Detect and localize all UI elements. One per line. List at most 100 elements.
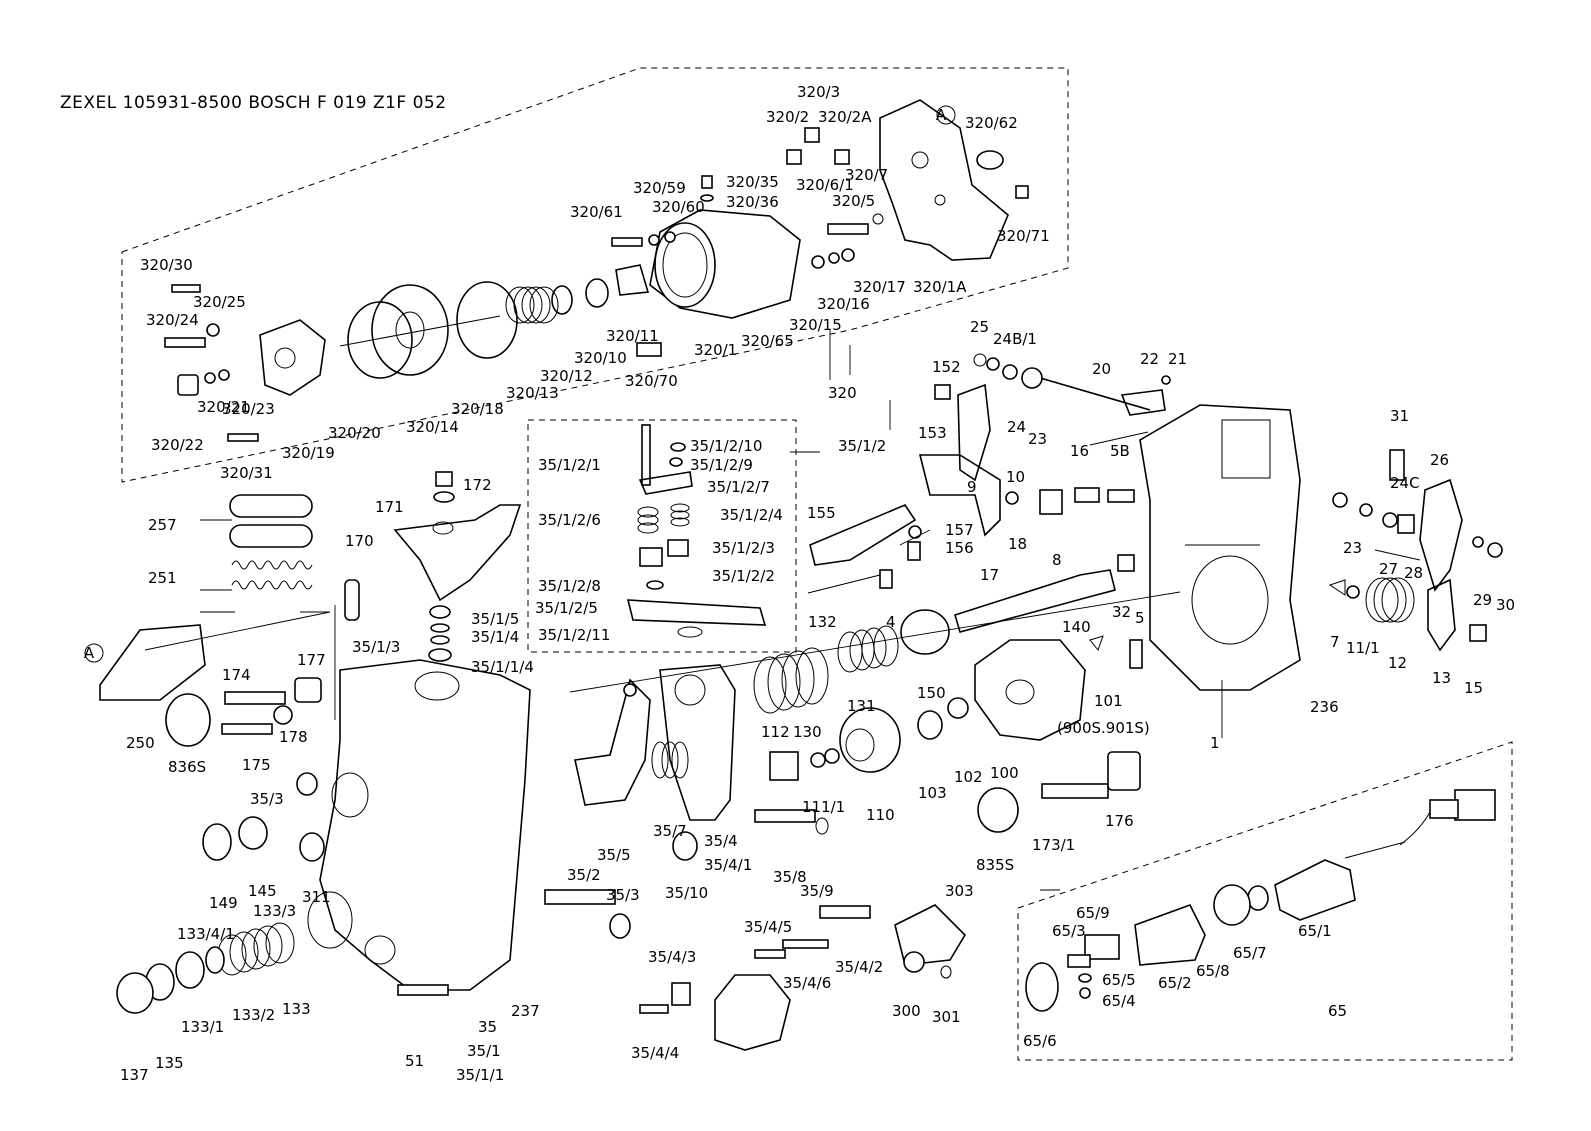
callout-100: 100 xyxy=(990,764,1019,782)
diagram-title: ZEXEL 105931-8500 BOSCH F 019 Z1F 052 xyxy=(60,93,447,113)
callout-173-1: 173/1 xyxy=(1032,836,1075,854)
callout-320-12: 320/12 xyxy=(540,367,593,385)
part-15-nut xyxy=(1469,624,1487,642)
part-150-bushing xyxy=(900,609,950,655)
callout-65-2: 65/2 xyxy=(1158,974,1192,992)
callout-320-65: 320/65 xyxy=(741,332,794,350)
part-31-bolt xyxy=(1389,449,1405,481)
callout-20: 20 xyxy=(1092,360,1111,378)
callout-320-23: 320/23 xyxy=(222,400,275,418)
callout-8: 8 xyxy=(1052,551,1062,569)
callout-153: 153 xyxy=(918,424,947,442)
part-35-1-2-9-washer xyxy=(669,457,683,467)
part-131-spring xyxy=(837,625,899,673)
part-320-62-oring xyxy=(976,150,1004,170)
part-35-4-2-screw xyxy=(819,905,871,919)
part-175-screw xyxy=(221,723,273,735)
callout-320-59: 320/59 xyxy=(633,179,686,197)
part-320-1A-hole xyxy=(911,151,929,169)
part-65-8-nut xyxy=(1213,884,1251,926)
part-32-nut xyxy=(1117,554,1135,572)
callout-320-21: 320/21 xyxy=(197,398,250,416)
callout-35-4-3: 35/4/3 xyxy=(648,948,696,966)
callout-35-1-4: 35/1/4 xyxy=(471,628,519,646)
part-250-bracket xyxy=(99,624,206,701)
part-133-1-cap xyxy=(175,951,205,989)
part-132-spring xyxy=(807,574,881,594)
part-13-plate xyxy=(1427,578,1456,652)
callout-65-9: 65/9 xyxy=(1076,904,1110,922)
callout-110: 110 xyxy=(866,806,895,824)
callout-137: 137 xyxy=(120,1066,149,1084)
part-320-70-bolt xyxy=(636,342,662,357)
callout-176: 176 xyxy=(1105,812,1134,830)
callout-24C: 24C xyxy=(1390,474,1420,492)
part-320-10-sleeve xyxy=(585,278,609,308)
part-18-washer xyxy=(1005,491,1019,505)
part-65-4-screw xyxy=(1079,987,1091,999)
callout-320-10: 320/10 xyxy=(574,349,627,367)
callout-103: 103 xyxy=(918,784,947,802)
callout-320-70: 320/70 xyxy=(625,372,678,390)
part-17-lever xyxy=(918,454,1001,537)
callout-130: 130 xyxy=(793,723,822,741)
part-26-lever xyxy=(1419,478,1463,592)
part-320-19-cap xyxy=(259,319,326,396)
callout-303: 303 xyxy=(945,882,974,900)
callout-320-71: 320/71 xyxy=(997,227,1050,245)
part-35-4-3-sleeve xyxy=(671,982,691,1006)
callout-135: 135 xyxy=(155,1054,184,1072)
callout-35-3b: 35/3 xyxy=(606,886,640,904)
callout-9: 9 xyxy=(967,478,977,496)
part-35-9-clip xyxy=(815,817,829,835)
callout-101: 101 xyxy=(1094,692,1123,710)
part-320-60-washer xyxy=(664,231,676,243)
callout-320-7: 320/7 xyxy=(845,166,888,184)
callout-24B-1: 24B/1 xyxy=(993,330,1037,348)
callout-13: 13 xyxy=(1432,669,1451,687)
callout-35-1-2-4: 35/1/2/4 xyxy=(720,506,783,524)
callout-35-2: 35/2 xyxy=(567,866,601,884)
callout-26: 26 xyxy=(1430,451,1449,469)
callout-320-30: 320/30 xyxy=(140,256,193,274)
callout-5: 5 xyxy=(1135,609,1145,627)
part-257-tube-b xyxy=(229,524,313,548)
part-157-washer xyxy=(908,525,922,539)
callout-257: 257 xyxy=(148,516,177,534)
callout-65-5: 65/5 xyxy=(1102,971,1136,989)
callout-25: 25 xyxy=(970,318,989,336)
part-236-bore xyxy=(1191,555,1269,645)
part-320-16-washer xyxy=(828,252,840,264)
part-35-3a-ring xyxy=(296,772,318,796)
part-171-washer xyxy=(433,491,455,503)
callout-171: 171 xyxy=(375,498,404,516)
part-23-bushing xyxy=(1021,367,1043,389)
part-35-1-2-5-plate xyxy=(626,599,767,626)
callout-21: 21 xyxy=(1168,350,1187,368)
callout-320-6-1: 320/6/1 xyxy=(796,176,854,194)
part-111-1-washer-b xyxy=(824,748,840,764)
boundary-65 xyxy=(1017,741,1513,1061)
callout-320-14: 320/14 xyxy=(406,418,459,436)
callout-35-4-6: 35/4/6 xyxy=(783,974,831,992)
part-140-shaft xyxy=(954,569,1116,633)
part-35-1-2-4-spring xyxy=(670,503,690,527)
callout-15: 15 xyxy=(1464,679,1483,697)
callout-133-3: 133/3 xyxy=(253,902,296,920)
callout-320-1: 320/1 xyxy=(694,341,737,359)
callout-10: 10 xyxy=(1006,468,1025,486)
part-65-6-ring xyxy=(1025,962,1059,1012)
callout-300: 300 xyxy=(892,1002,921,1020)
callout-35: 35 xyxy=(478,1018,497,1036)
part-320-1A-plate xyxy=(879,99,1009,261)
part-35-1-2-10-washer xyxy=(670,442,686,452)
callout-30: 30 xyxy=(1496,596,1515,614)
callout-65: 65 xyxy=(1328,1002,1347,1020)
callout-320-16: 320/16 xyxy=(817,295,870,313)
callout-35-1-5: 35/1/5 xyxy=(471,610,519,628)
callout-a2: A xyxy=(84,644,95,662)
callout-102: 102 xyxy=(954,768,983,786)
part-5B-screw xyxy=(1107,489,1135,503)
callout-35-1-3: 35/1/3 xyxy=(352,638,400,656)
part-35-4-5-spring xyxy=(754,949,786,959)
